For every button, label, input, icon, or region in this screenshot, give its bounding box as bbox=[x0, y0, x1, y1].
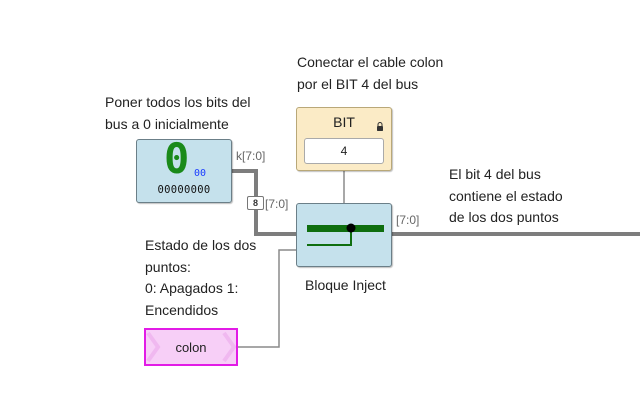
chevron-left bbox=[146, 331, 161, 363]
connect-note-line: por el BIT 4 del bus bbox=[297, 75, 419, 92]
colon-label: colon bbox=[175, 340, 207, 355]
constant-hex: 00 bbox=[194, 168, 207, 179]
pin-chevrons bbox=[146, 331, 236, 363]
inject-bit-wire bbox=[307, 229, 352, 246]
constant-block[interactable]: 0 00 00000000 bbox=[136, 134, 232, 203]
state-note: Estado de los dos puntos: 0: Apagados 1:… bbox=[145, 235, 256, 321]
bus-width-badge: 8 bbox=[247, 196, 264, 210]
bit4-note-line: contiene el estado bbox=[449, 187, 563, 204]
input-bus-range: [7:0] bbox=[265, 197, 289, 211]
bit-block[interactable]: BIT 4 bbox=[296, 107, 392, 171]
init-note: Poner todos los bits del bus a 0 inicial… bbox=[105, 92, 251, 135]
init-note-line: bus a 0 inicialmente bbox=[105, 115, 229, 132]
colon-input-pin[interactable]: colon bbox=[144, 328, 238, 366]
output-bus-range: [7:0] bbox=[396, 213, 420, 227]
bit-index-field[interactable]: 4 bbox=[304, 138, 384, 164]
init-note-line: Poner todos los bits del bbox=[105, 94, 251, 110]
inject-label: Bloque Inject bbox=[305, 277, 386, 293]
bit4-note: El bit 4 del bus contiene el estado de l… bbox=[449, 164, 563, 229]
constant-digit: 0 bbox=[164, 134, 190, 183]
bit4-note-line: El bit 4 del bus bbox=[449, 166, 541, 182]
inject-block[interactable] bbox=[296, 203, 392, 267]
bit4-note-line: de los dos puntos bbox=[449, 209, 559, 225]
inject-bus-bar bbox=[307, 225, 384, 232]
state-note-line: Encendidos bbox=[145, 301, 219, 318]
state-note-line: 0: Apagados 1: bbox=[145, 280, 239, 296]
inject-junction bbox=[346, 223, 356, 233]
connect-note-line: Conectar el cable colon bbox=[297, 54, 444, 70]
input-bus-name: k[7:0] bbox=[236, 149, 266, 163]
bit-title: BIT bbox=[333, 114, 355, 130]
inject-symbol bbox=[307, 223, 384, 246]
colon-wire[interactable] bbox=[238, 249, 296, 348]
state-note-line: Estado de los dos bbox=[145, 237, 257, 253]
lock-icon bbox=[376, 118, 384, 136]
connect-note: Conectar el cable colon por el BIT 4 del… bbox=[297, 52, 443, 95]
state-note-line: puntos: bbox=[145, 258, 191, 275]
chevron-right bbox=[222, 331, 236, 363]
constant-binary: 00000000 bbox=[157, 184, 211, 196]
